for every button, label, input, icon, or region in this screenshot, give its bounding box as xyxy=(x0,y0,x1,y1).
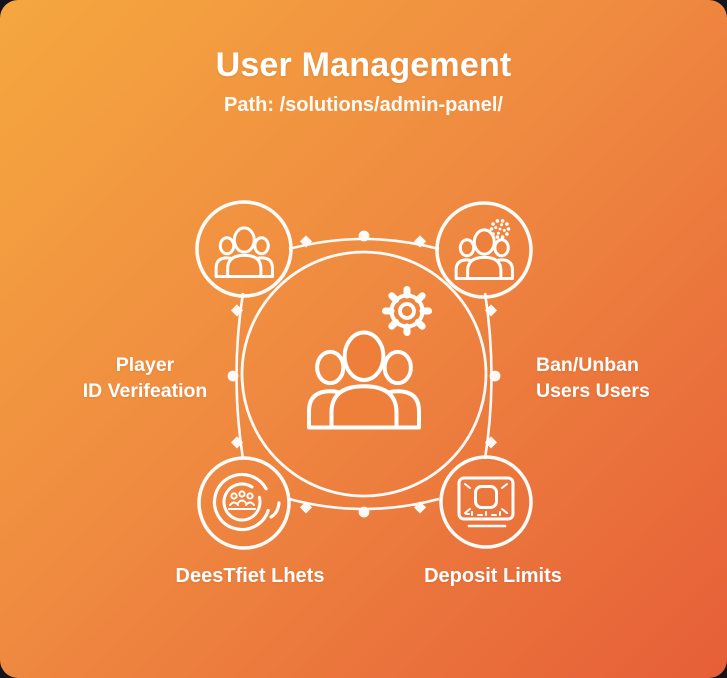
dotted-gear-icon xyxy=(489,219,511,239)
node-circle-bottom-right xyxy=(439,455,533,549)
label-right-line1: Ban/Unban xyxy=(536,354,639,376)
banknote-icon xyxy=(457,476,515,528)
connection-ring xyxy=(227,230,501,518)
label-ban-unban-users: Ban/Unban Users Users xyxy=(536,352,686,404)
node-circle-top-right xyxy=(435,201,533,299)
path-subtitle: Path: /solutions/admin-panel/ xyxy=(224,94,503,116)
label-right-line2: Users Users xyxy=(536,380,650,402)
flow-dots xyxy=(227,230,501,518)
users-icon xyxy=(215,226,274,278)
label-deposit-limits: Deposit Limits xyxy=(424,565,562,587)
users-icon-center xyxy=(309,333,419,428)
users-gear-icon xyxy=(455,219,514,280)
node-circle-bottom-left xyxy=(197,456,291,550)
label-player-id-verification: Player ID Verifeation xyxy=(55,352,235,404)
gear-icon xyxy=(382,286,432,336)
label-left-line1: Player xyxy=(115,354,175,376)
center-ring-circle xyxy=(240,250,488,498)
circular-users-icon xyxy=(212,472,281,532)
label-bottom-left: DeesTfiet Lhets xyxy=(175,565,325,587)
label-left-line2: ID Verifeation xyxy=(82,380,208,402)
node-circle-top-left xyxy=(195,200,293,298)
page-title: User Management xyxy=(215,46,512,84)
